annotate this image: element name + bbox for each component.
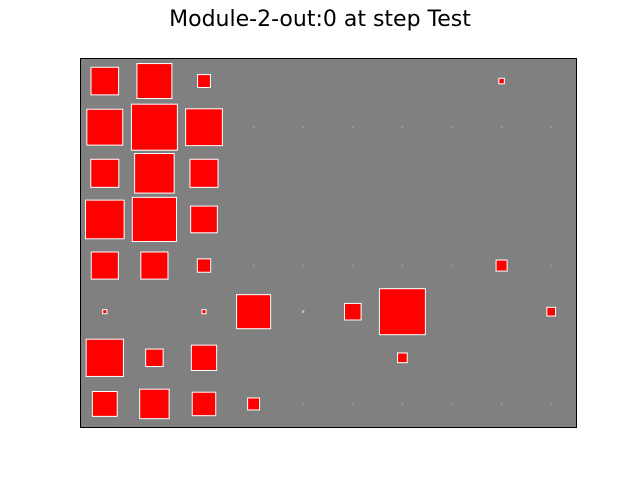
hinton-cell bbox=[498, 77, 505, 85]
hinton-cell bbox=[451, 265, 453, 267]
hinton-cell bbox=[501, 126, 503, 128]
hinton-cell bbox=[253, 126, 255, 128]
hinton-cell bbox=[397, 352, 408, 364]
hinton-cell bbox=[145, 348, 164, 368]
hinton-cell bbox=[550, 126, 552, 128]
hinton-cell bbox=[378, 288, 426, 336]
hinton-cell bbox=[302, 265, 304, 267]
hinton-cell bbox=[302, 126, 304, 128]
hinton-cell bbox=[140, 251, 169, 280]
hinton-cell bbox=[201, 309, 207, 315]
hinton-cell bbox=[546, 306, 557, 317]
hinton-cell bbox=[401, 403, 403, 405]
hinton-cell bbox=[451, 126, 453, 128]
chart-title: Module-2-out:0 at step Test bbox=[169, 7, 471, 32]
hinton-cell bbox=[451, 403, 453, 405]
hinton-cell bbox=[90, 66, 120, 96]
hinton-cell bbox=[102, 309, 108, 315]
hinton-cell bbox=[190, 205, 218, 234]
hinton-cell bbox=[196, 258, 212, 273]
hinton-cell bbox=[550, 265, 552, 267]
hinton-cell bbox=[401, 126, 403, 128]
hinton-cell bbox=[91, 391, 118, 417]
hinton-cell bbox=[253, 265, 255, 267]
hinton-cell bbox=[197, 74, 211, 89]
hinton-cell bbox=[185, 108, 223, 147]
hinton-cell bbox=[495, 259, 508, 272]
hinton-cell bbox=[302, 403, 304, 405]
hinton-cell bbox=[131, 196, 177, 243]
hinton-cell bbox=[302, 310, 305, 313]
hinton-cell bbox=[90, 251, 119, 280]
hinton-cell bbox=[134, 153, 175, 194]
hinton-cell bbox=[84, 199, 125, 240]
hinton-cell bbox=[189, 158, 219, 188]
hinton-cell bbox=[352, 126, 354, 128]
hinton-cell bbox=[130, 103, 178, 151]
hinton-cell bbox=[344, 302, 362, 321]
hinton-cell bbox=[190, 344, 218, 371]
hinton-cell bbox=[501, 403, 503, 405]
hinton-cell bbox=[352, 265, 354, 267]
cell-group bbox=[84, 63, 557, 420]
hinton-cell bbox=[139, 388, 170, 420]
hinton-cell bbox=[236, 294, 272, 330]
hinton-cell bbox=[191, 391, 217, 417]
hinton-cell bbox=[352, 403, 354, 405]
hinton-cell bbox=[550, 403, 552, 405]
hinton-cell bbox=[247, 397, 261, 411]
hinton-cell bbox=[136, 63, 173, 100]
hinton-cell bbox=[85, 338, 124, 377]
hinton-cell bbox=[90, 158, 120, 188]
hinton-cell bbox=[86, 108, 124, 146]
hinton-cell bbox=[401, 265, 403, 267]
